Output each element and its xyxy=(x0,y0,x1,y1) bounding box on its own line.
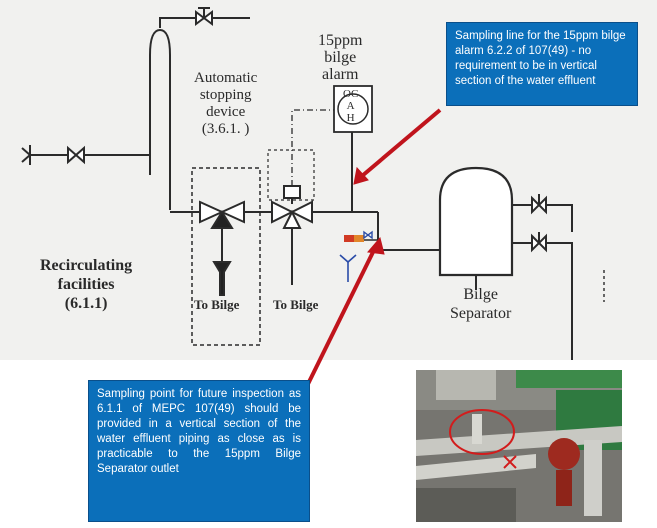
photo-highlight-circle xyxy=(449,409,515,455)
to-bilge-left-label: To Bilge xyxy=(194,297,240,312)
vent-line xyxy=(159,17,250,28)
photo-cross-icon xyxy=(503,455,517,469)
auto-stop-label: Automatic stopping device (3.6.1. ) xyxy=(194,70,258,137)
inlet-valve xyxy=(67,145,85,165)
riser-pipe xyxy=(149,28,171,210)
ppm-alarm-label: 15ppm bilge alarm xyxy=(318,32,363,83)
top-callout-pointer xyxy=(360,108,442,178)
outlet-line xyxy=(377,212,440,251)
separator-outlet-mid xyxy=(512,242,573,360)
sampling-point-photo xyxy=(416,370,622,522)
bilge-separator xyxy=(438,166,514,277)
recirculating-label: Recirculating facilities (6.1.1) xyxy=(40,257,133,312)
top-callout: Sampling line for the 15ppm bilge alarm … xyxy=(446,22,638,106)
bottom-callout-pointer xyxy=(306,245,378,385)
bilge-separator-label: Bilge Separator xyxy=(450,286,512,322)
to-bilge-right-label: To Bilge xyxy=(273,297,319,312)
bottom-callout: Sampling point for future inspection as … xyxy=(88,380,310,522)
recirc-funnel xyxy=(212,261,232,296)
recirc-box xyxy=(191,167,261,346)
alarm-gauge-text: OC A H xyxy=(343,88,359,124)
stop-actuator xyxy=(283,185,301,199)
